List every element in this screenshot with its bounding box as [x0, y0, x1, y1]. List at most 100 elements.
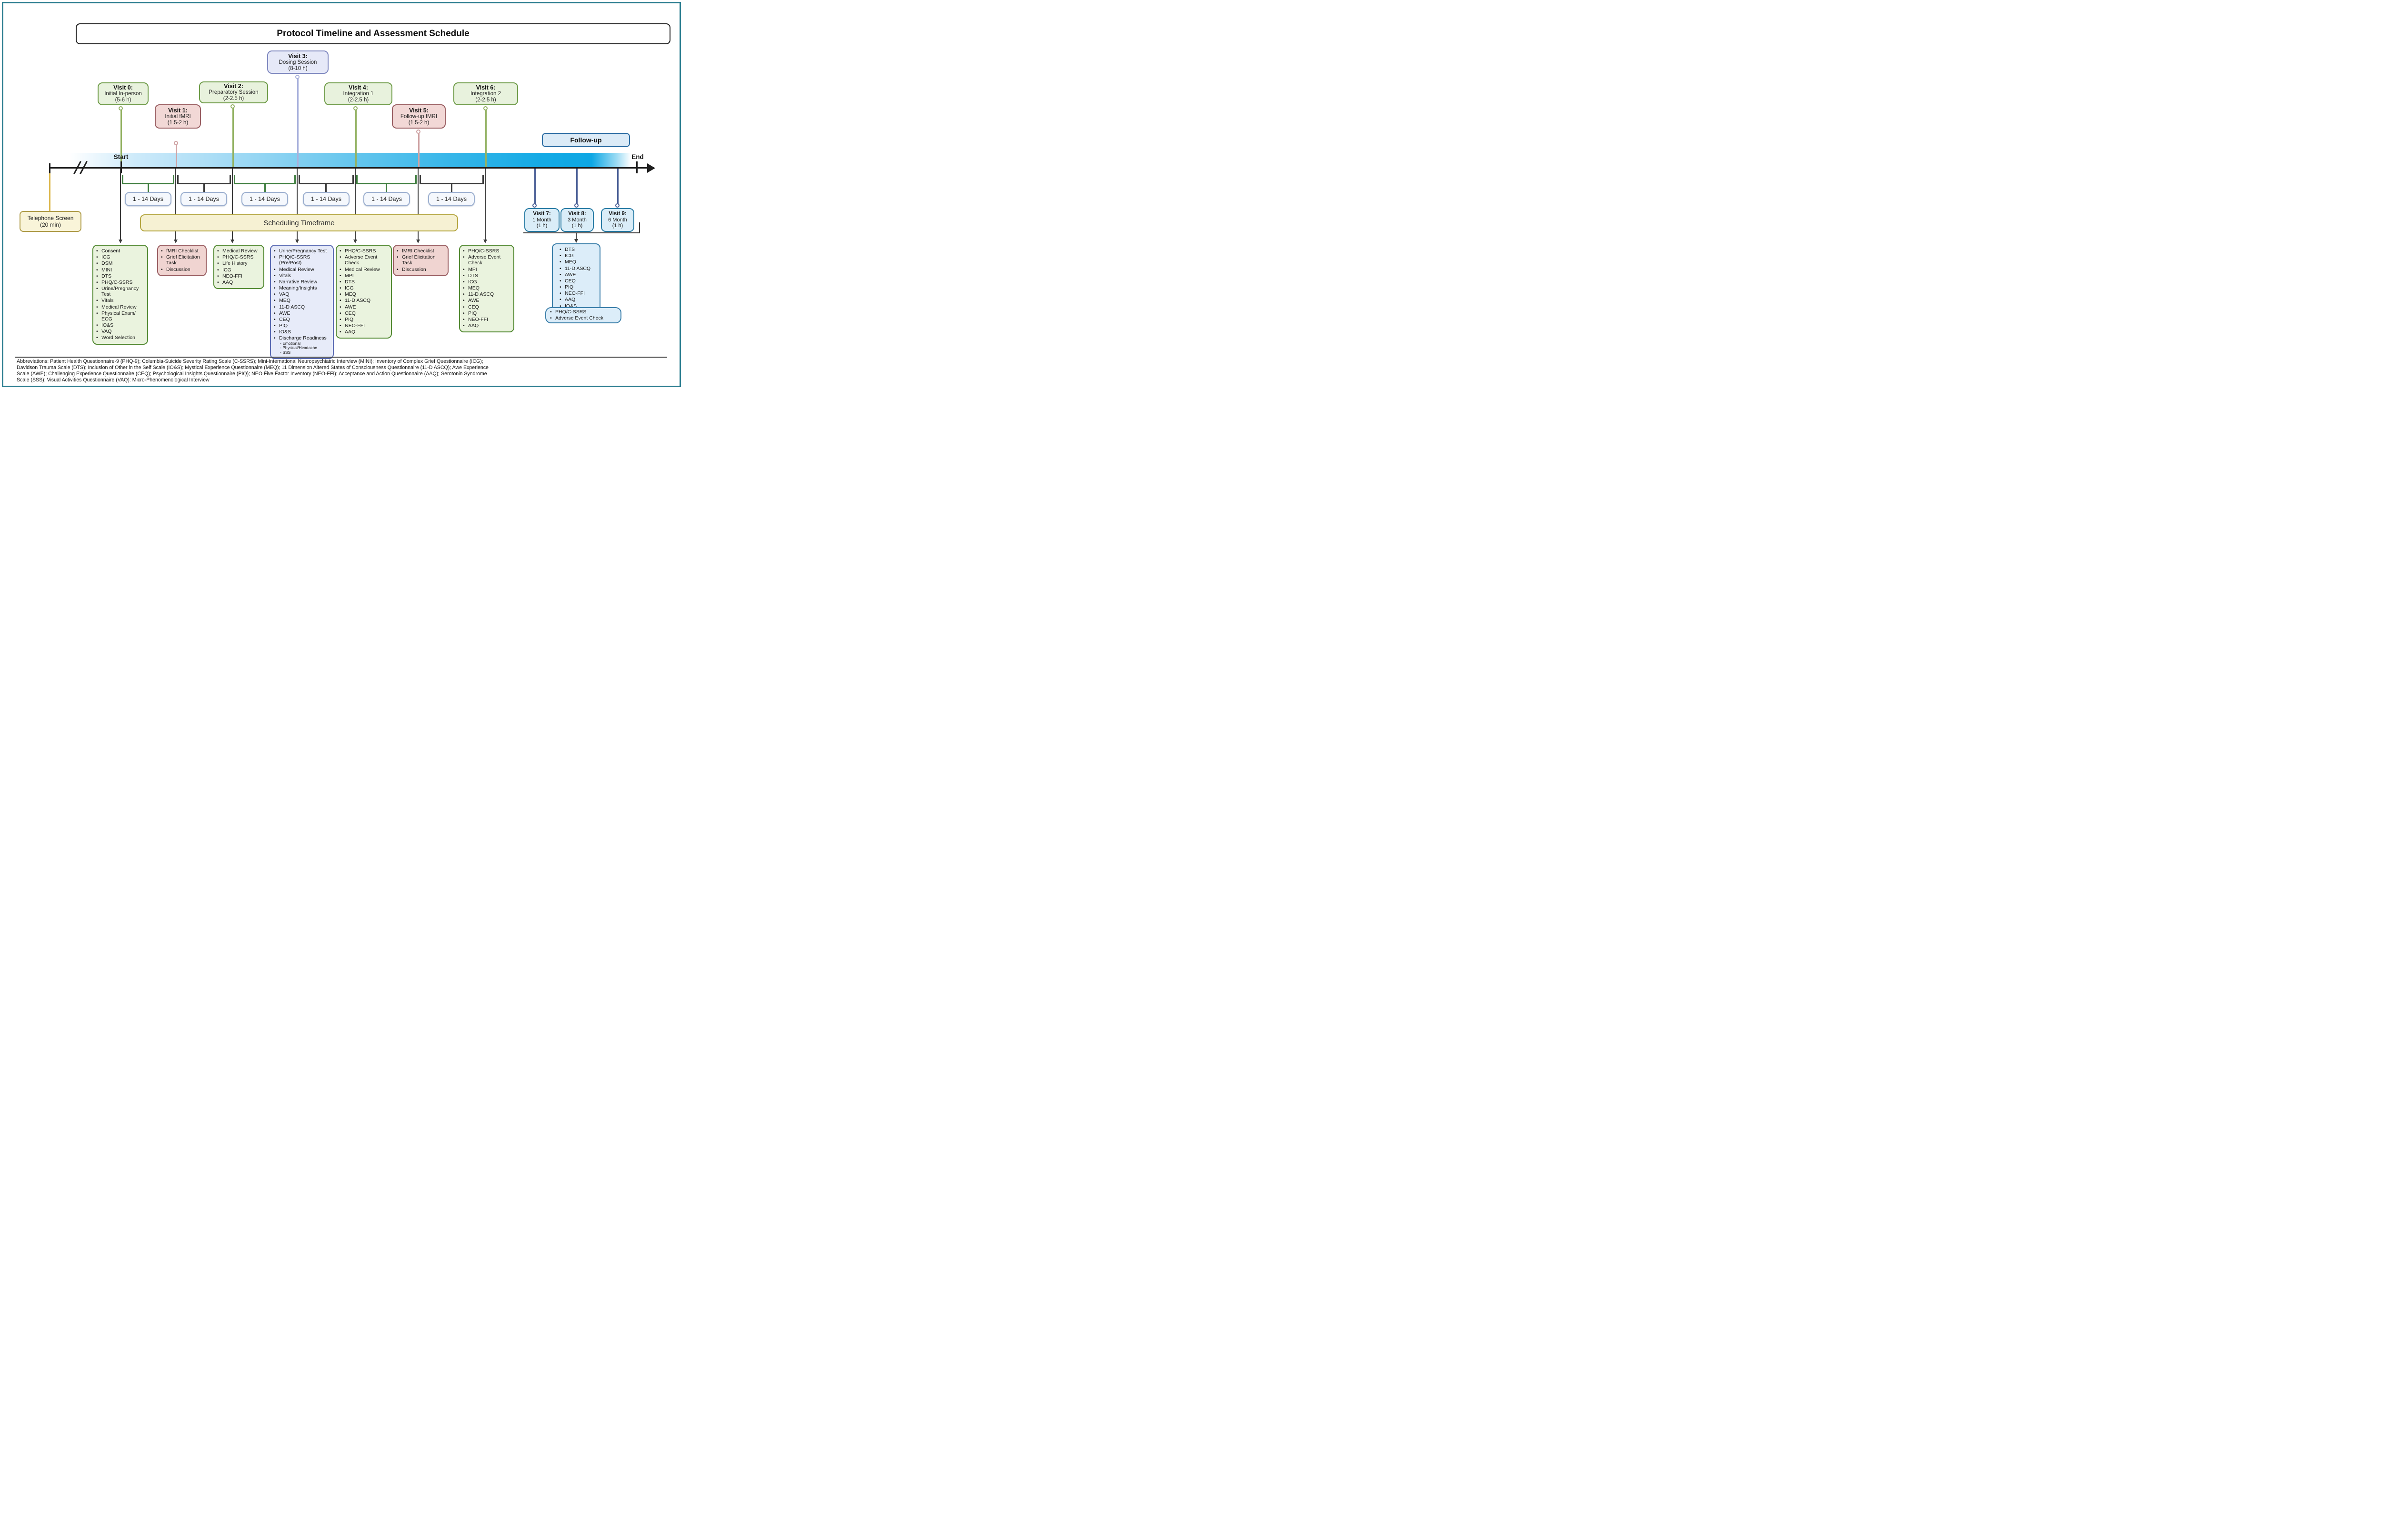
- list-item: VAQ: [274, 291, 330, 297]
- bullet-icon: [340, 254, 345, 266]
- list-item: NEO-FFI: [560, 290, 597, 296]
- interval-bracket: [234, 175, 235, 183]
- list-item: ICG: [217, 267, 260, 273]
- visit-2-box: Visit 2: Preparatory Session (2-2.5 h): [199, 81, 268, 103]
- visit-1-stem: [176, 145, 177, 168]
- interval-bracket: [420, 183, 484, 184]
- followup-label-box: Follow-up: [542, 133, 630, 147]
- bullet-icon: [96, 286, 101, 297]
- bullet-icon: [560, 290, 565, 296]
- bullet-icon: [274, 335, 279, 355]
- interval-bracket: [415, 175, 417, 183]
- bullet-icon: [463, 310, 468, 316]
- visit-0-stem: [120, 110, 122, 168]
- visit-8-box: Visit 8: 3 Month (1 h): [560, 208, 594, 232]
- diagram-title: Protocol Timeline and Assessment Schedul…: [277, 29, 470, 39]
- bullet-icon: [340, 291, 345, 297]
- bullet-icon: [340, 248, 345, 254]
- bullet-icon: [96, 260, 101, 266]
- list-item: DTS: [560, 247, 597, 252]
- visit-0-drop-arrow-icon: [118, 240, 122, 243]
- interval-bracket: [122, 175, 123, 183]
- bullet-icon: [340, 298, 345, 303]
- visit-2-stem: [232, 108, 234, 168]
- visit-0-drop-line: [120, 169, 121, 240]
- bullet-icon: [274, 291, 279, 297]
- bullet-icon: [96, 329, 101, 334]
- bullet-icon: [463, 317, 468, 322]
- bullet-icon: [463, 279, 468, 285]
- interval-bracket: [148, 184, 149, 192]
- visit-6-drop-arrow-icon: [483, 240, 487, 243]
- visit-2-drop-arrow-icon: [230, 240, 234, 243]
- visit-6-drop-line: [485, 169, 486, 240]
- bullet-icon: [274, 329, 279, 335]
- list-item: NEO-FFI: [217, 273, 260, 279]
- list-item: 11-D ASCQ: [560, 266, 597, 271]
- protocol-timeline-diagram: Protocol Timeline and Assessment Schedul…: [2, 2, 681, 387]
- sub-list-item: - Emotional: [280, 340, 300, 346]
- bullet-icon: [161, 248, 166, 254]
- list-item: CEQ: [463, 304, 510, 310]
- bullet-icon: [560, 297, 565, 302]
- timeline-gradient-bar: [69, 153, 631, 167]
- bullet-icon: [550, 309, 555, 315]
- bullet-icon: [161, 254, 166, 266]
- list-item: PHQ/C-SSRS: [463, 248, 510, 254]
- visit-5-stem: [418, 133, 420, 168]
- bullet-icon: [463, 291, 468, 297]
- bullet-icon: [217, 273, 222, 279]
- interval-pill-3: 1 - 14 Days: [241, 192, 288, 206]
- list-item: ICG: [560, 253, 597, 259]
- followup-checks-list: PHQ/C-SSRS Adverse Event Check: [545, 307, 621, 324]
- list-item: PHQ/C-SSRS: [96, 280, 144, 285]
- list-item: fMRI Checklist: [397, 248, 445, 254]
- list-item: Narrative Review: [274, 279, 330, 285]
- bullet-icon: [96, 254, 101, 260]
- bullet-icon: [96, 273, 101, 279]
- list-item: IO&S: [96, 322, 144, 328]
- bullet-icon: [463, 298, 468, 303]
- list-item: Medical Review: [217, 248, 260, 254]
- list-item: Grief Elicitation Task: [397, 254, 445, 266]
- followup-arrow-icon: [574, 239, 578, 243]
- list-item: Grief Elicitation Task: [161, 254, 203, 266]
- list-item: MEQ: [274, 298, 330, 303]
- bullet-icon: [463, 285, 468, 291]
- interval-bracket: [230, 175, 231, 183]
- interval-bracket: [234, 183, 296, 184]
- visit-4-drop-line: [355, 169, 356, 240]
- visit-5-drop-line: [418, 169, 419, 240]
- list-item: NEO-FFI: [340, 323, 388, 329]
- bullet-icon: [161, 267, 166, 272]
- visit-7-box: Visit 7: 1 Month (1 h): [524, 208, 560, 232]
- interval-pill-2: 1 - 14 Days: [180, 192, 227, 206]
- visit-0-assessment-list: Consent ICG DSM MINI DTS: [92, 245, 148, 345]
- visit-3-stem: [297, 79, 299, 168]
- timeline-end-tick: [636, 161, 638, 173]
- visit-3-drop-line: [297, 169, 298, 240]
- list-item: Physical Exam/ ECG: [96, 310, 144, 322]
- timeline-start-tick: [120, 161, 122, 173]
- bullet-icon: [560, 278, 565, 284]
- bullet-icon: [96, 322, 101, 328]
- bullet-icon: [340, 310, 345, 316]
- visit-0-box: Visit 0: Initial In-person (5-6 h): [98, 82, 149, 105]
- list-item: Meaning/Insights: [274, 285, 330, 291]
- list-item: MEQ: [340, 291, 388, 297]
- bullet-icon: [274, 310, 279, 316]
- list-item: NEO-FFI: [463, 317, 510, 322]
- bullet-icon: [463, 254, 468, 266]
- list-item: AAQ: [217, 280, 260, 285]
- list-item: DTS: [463, 273, 510, 279]
- followup-bracket: [523, 232, 640, 233]
- list-item: AWE: [340, 304, 388, 310]
- visit-8-stem: [576, 169, 578, 204]
- list-item: PHQ/C-SSRS: [550, 309, 617, 315]
- list-item: VAQ: [96, 329, 144, 334]
- list-item: MINI: [96, 267, 144, 273]
- end-label: End: [631, 153, 644, 160]
- list-item: fMRI Checklist: [161, 248, 203, 254]
- list-item: CEQ: [340, 310, 388, 316]
- visit-6-assessment-list: PHQ/C-SSRS Adverse Event Check MPI DTS I…: [459, 245, 514, 333]
